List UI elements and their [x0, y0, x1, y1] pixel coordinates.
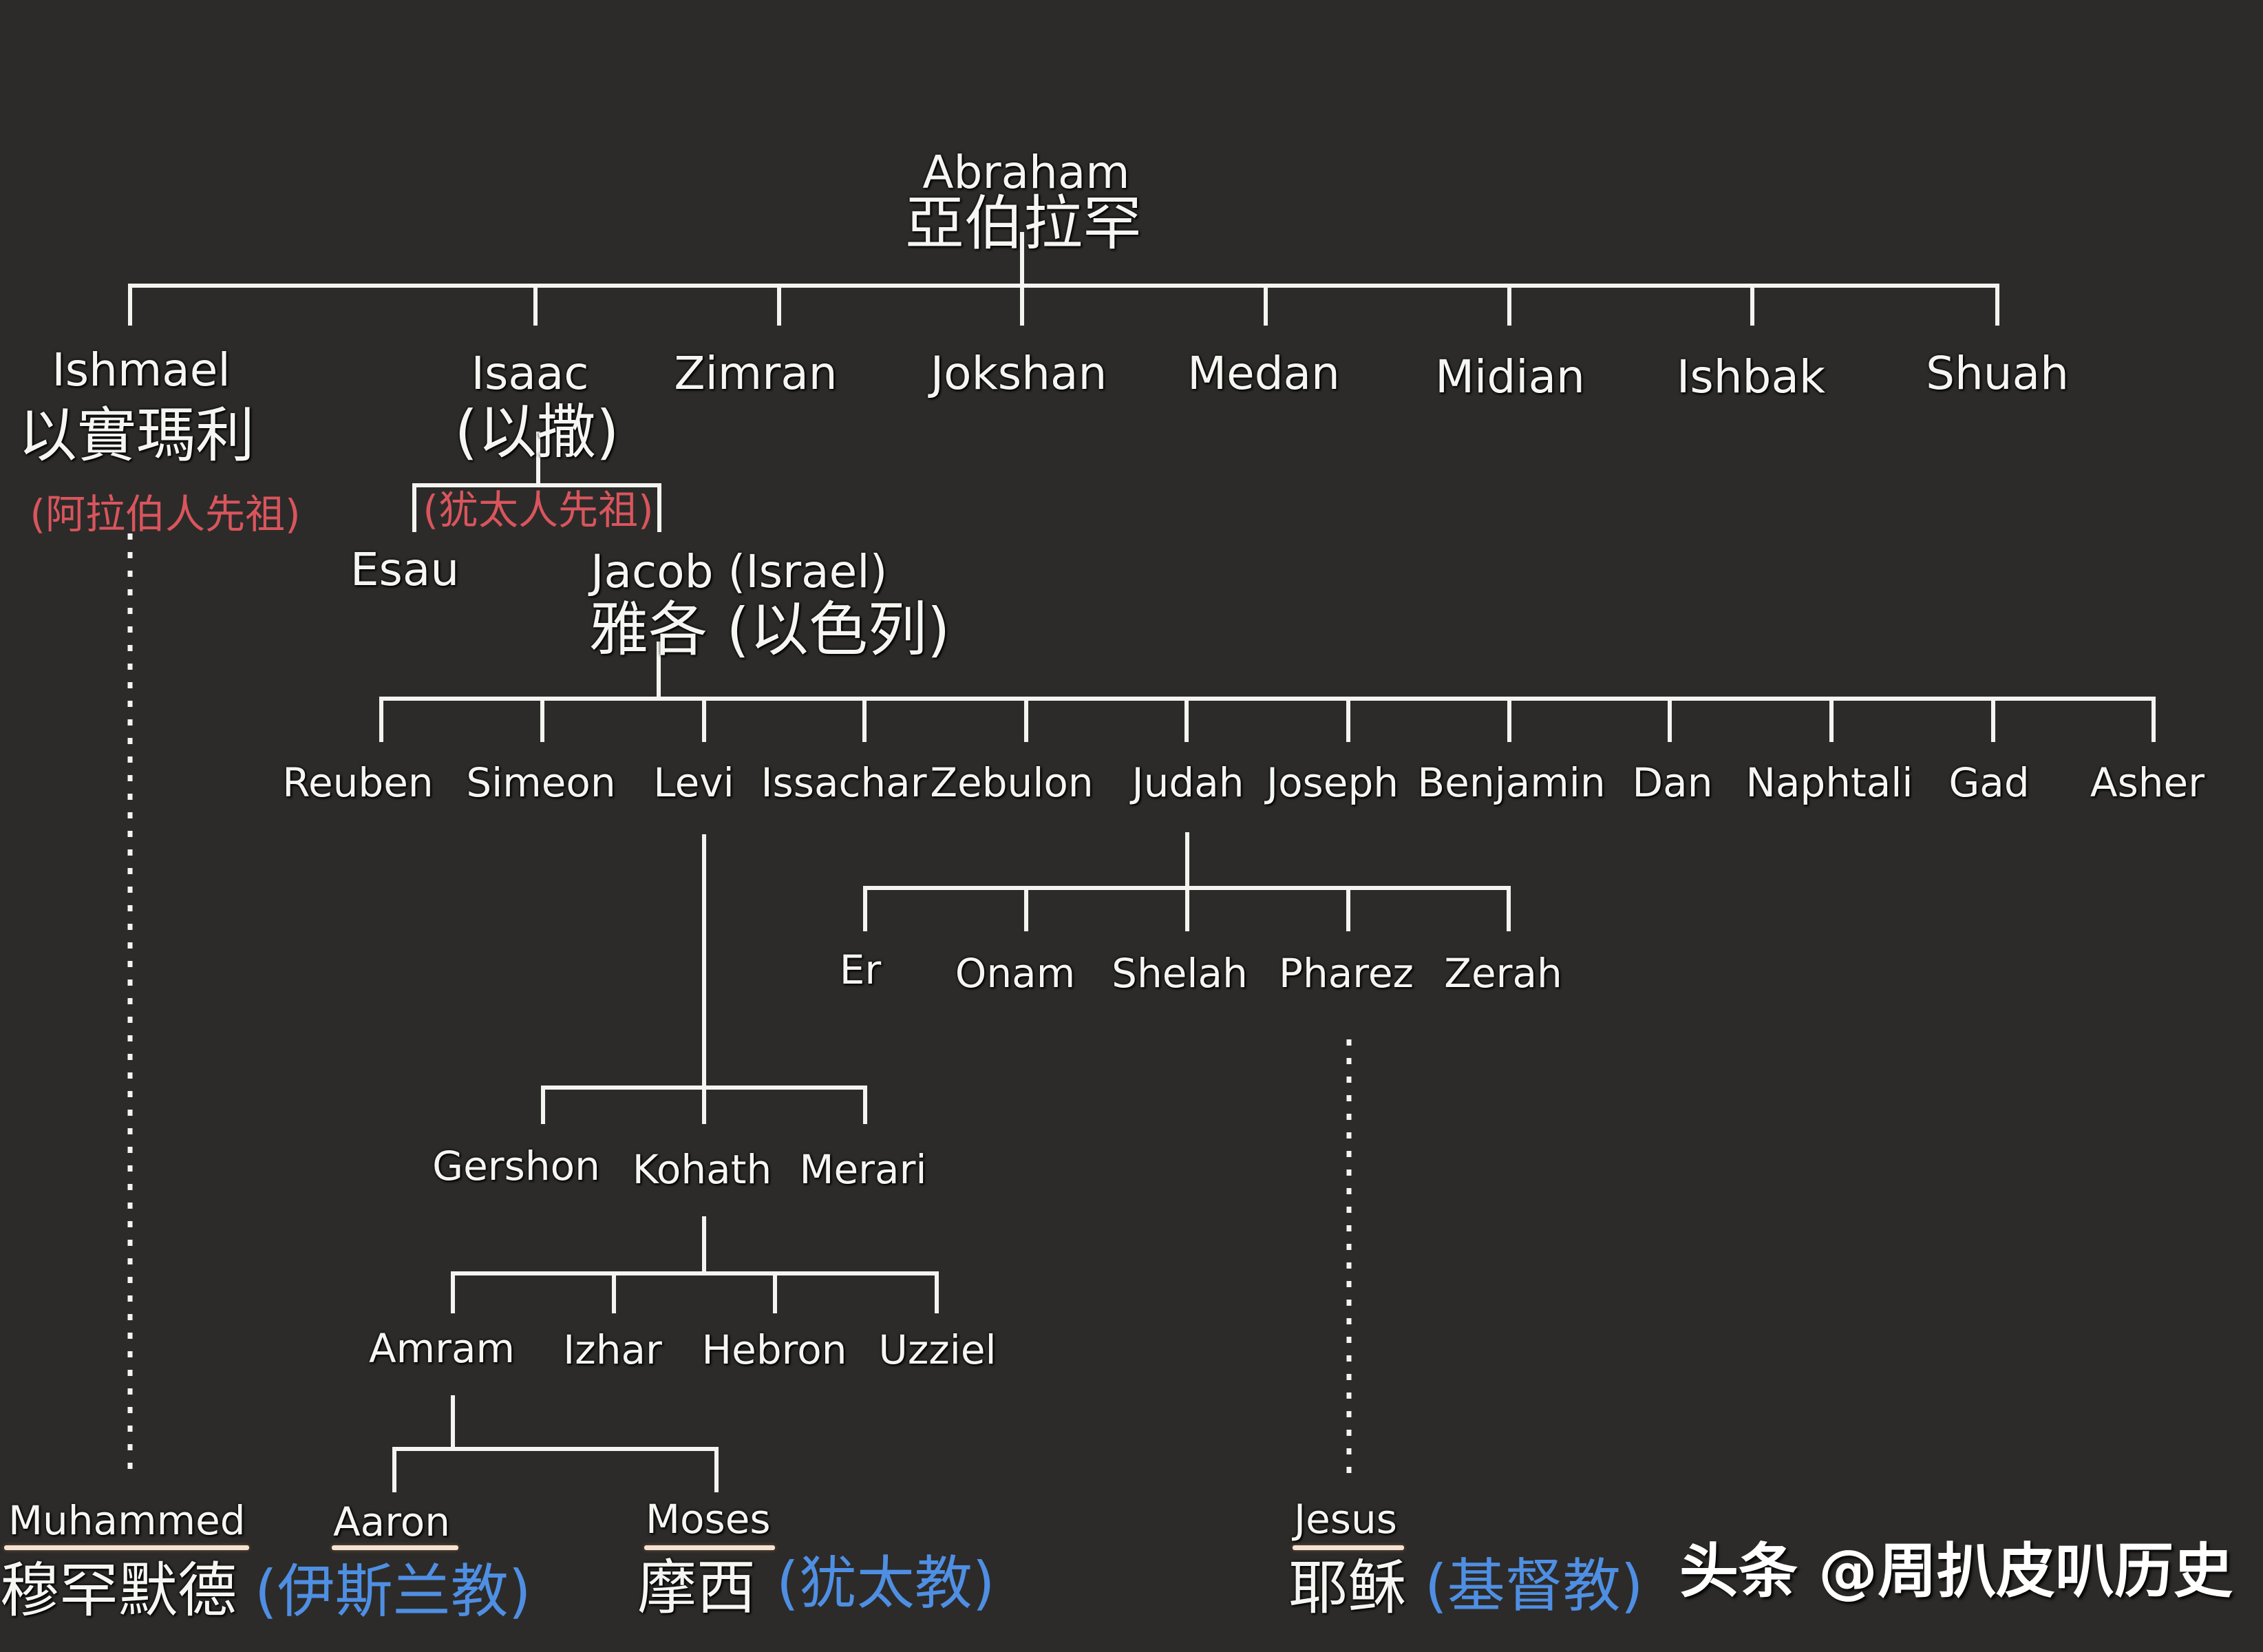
node-izhar: Izhar — [563, 1326, 662, 1373]
node-jacob-zh: 雅各 (以色列) — [589, 595, 950, 664]
node-amram: Amram — [368, 1325, 516, 1372]
religion-judaism: (犹太教) — [776, 1549, 995, 1617]
node-midian: Midian — [1435, 350, 1585, 403]
watermark: 头条 @周扒皮叭历史 — [1679, 1537, 2233, 1606]
node-isaac-en: Isaac — [471, 347, 589, 400]
node-er: Er — [839, 946, 882, 993]
node-onam: Onam — [955, 950, 1076, 997]
node-pharez: Pharez — [1279, 950, 1414, 997]
aaron-underline — [332, 1545, 458, 1550]
node-isaac-zh: (以撒) — [454, 398, 619, 467]
node-uzziel: Uzziel — [878, 1326, 997, 1373]
node-muhammed-en: Muhammed — [8, 1497, 246, 1544]
node-abraham-en: Abraham — [922, 146, 1130, 199]
node-shelah: Shelah — [1112, 950, 1248, 997]
node-kohath: Kohath — [632, 1146, 772, 1193]
node-jesus-zh: 耶稣 — [1288, 1554, 1407, 1622]
node-aaron: Aaron — [333, 1499, 451, 1545]
node-gad: Gad — [1948, 759, 2030, 806]
node-simeon: Simeon — [466, 759, 616, 806]
religion-islam: (伊斯兰教) — [255, 1558, 531, 1625]
jacob-child-ticks — [379, 697, 2156, 742]
node-abraham-zh: 亞伯拉罕 — [905, 189, 1142, 258]
node-jacob-en: Jacob (Israel) — [591, 545, 888, 598]
node-ishmael-zh: 以實瑪利 — [18, 401, 255, 470]
node-dan: Dan — [1632, 759, 1713, 806]
jesus-underline — [1293, 1545, 1404, 1550]
node-reuben: Reuben — [282, 759, 434, 806]
node-esau: Esau — [350, 543, 460, 596]
religion-christianity: (基督教) — [1425, 1552, 1644, 1620]
node-jokshan: Jokshan — [930, 347, 1107, 400]
note-arab-ancestor: (阿拉伯人先祖) — [30, 491, 301, 538]
moses-underline — [644, 1545, 775, 1550]
abraham-child-ticks — [128, 284, 1999, 326]
node-medan: Medan — [1187, 347, 1340, 400]
node-moses-en: Moses — [646, 1496, 771, 1543]
node-judah: Judah — [1132, 759, 1244, 806]
node-issachar: Issachar — [761, 759, 927, 806]
node-ishmael-en: Ishmael — [52, 343, 231, 396]
node-joseph: Joseph — [1266, 759, 1399, 806]
node-zerah: Zerah — [1444, 950, 1562, 997]
node-gershon: Gershon — [432, 1143, 600, 1189]
node-moses-zh: 摩西 — [637, 1554, 756, 1622]
note-jewish-ancestor: (犹太人先祖) — [423, 487, 654, 533]
node-zimran: Zimran — [674, 347, 838, 400]
node-ishbak: Ishbak — [1676, 350, 1826, 403]
node-jesus-en: Jesus — [1294, 1496, 1397, 1543]
node-shuah: Shuah — [1926, 347, 2069, 400]
node-benjamin: Benjamin — [1417, 759, 1606, 806]
node-merari: Merari — [799, 1146, 927, 1193]
node-naphtali: Naphtali — [1745, 759, 1913, 806]
node-muhammed-zh: 穆罕默德 — [0, 1556, 237, 1625]
muhammed-underline — [4, 1545, 249, 1550]
node-asher: Asher — [2090, 759, 2205, 806]
node-hebron: Hebron — [701, 1326, 847, 1373]
node-zebulon: Zebulon — [930, 759, 1094, 806]
node-levi: Levi — [653, 759, 734, 806]
